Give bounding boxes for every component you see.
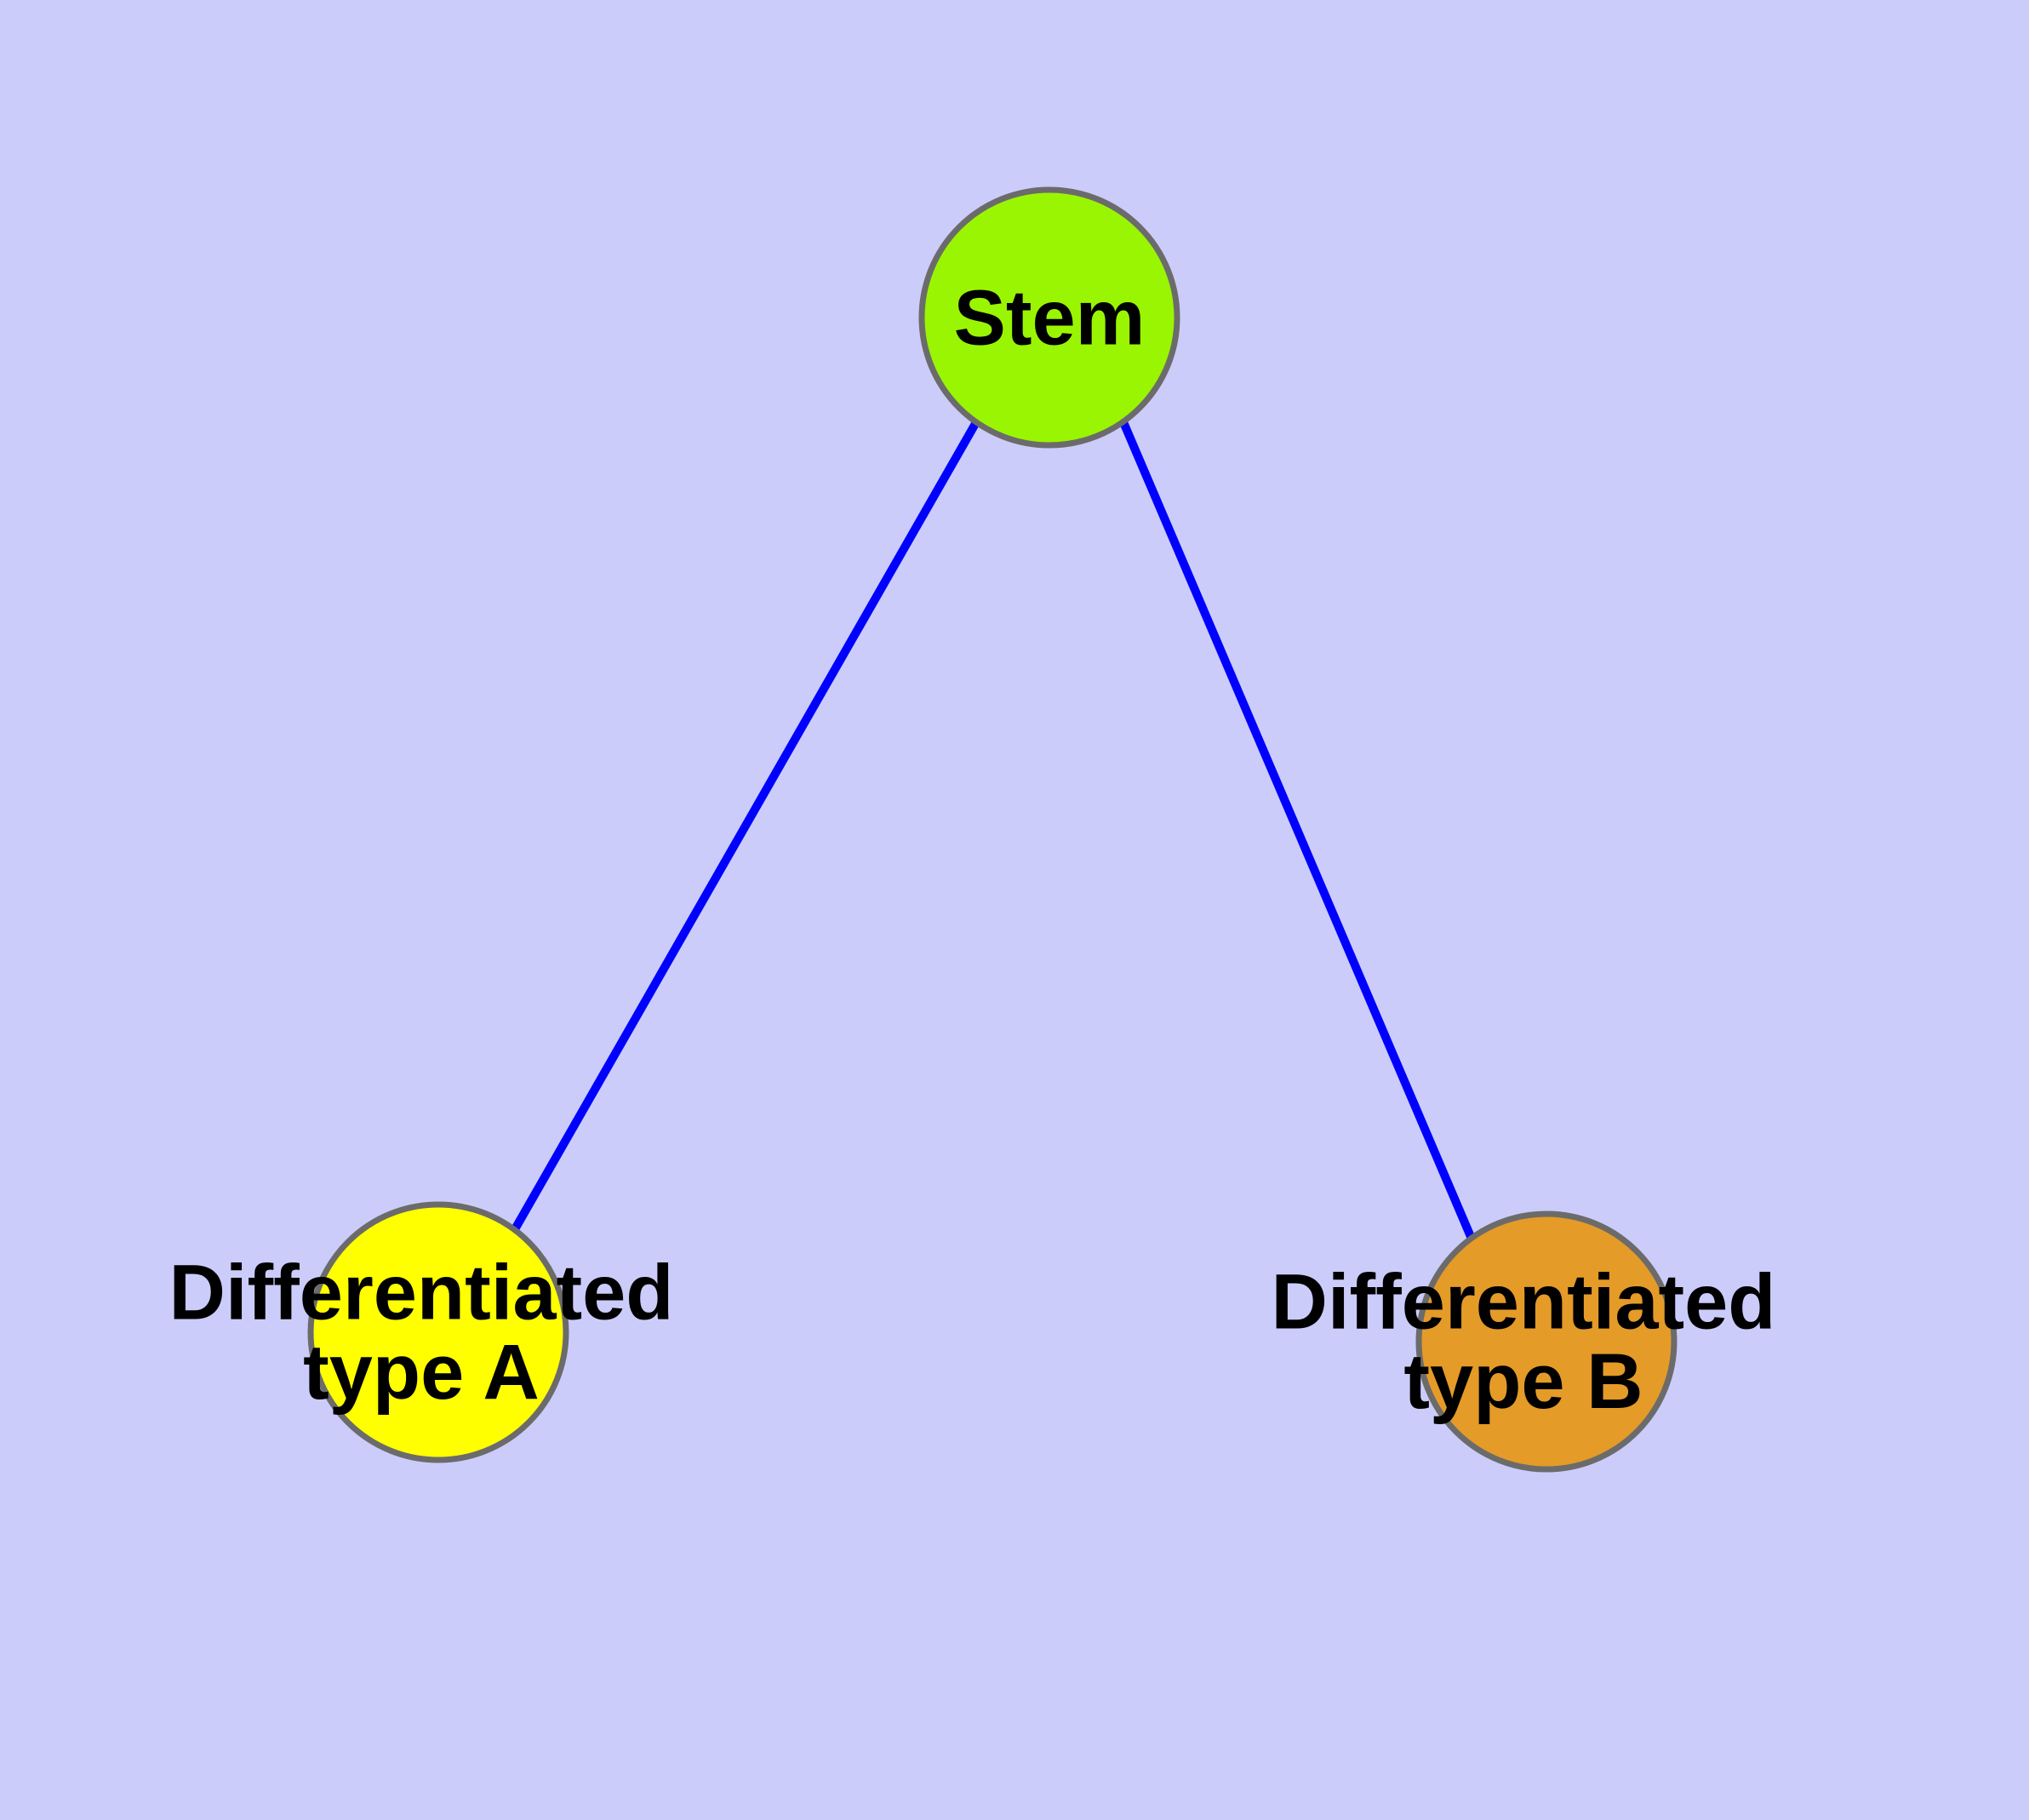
edge-stem-to-diff-b[interactable] (1119, 421, 1476, 1240)
node-label-line: type A (303, 1329, 540, 1416)
node-stem[interactable] (918, 186, 1180, 449)
node-label-line: type B (1403, 1338, 1643, 1425)
edge-stem-to-diff-a[interactable] (511, 420, 980, 1232)
node-label-line: Differentiated (1272, 1258, 1776, 1345)
node-diff-b[interactable] (1415, 1210, 1677, 1473)
node-label-stem: Stem (954, 274, 1146, 361)
node-label-line: Differentiated (169, 1249, 674, 1336)
nodes-group (307, 186, 1677, 1473)
node-label-line: Stem (954, 274, 1146, 361)
node-diff-a[interactable] (307, 1201, 569, 1463)
edges-group (511, 420, 1476, 1240)
